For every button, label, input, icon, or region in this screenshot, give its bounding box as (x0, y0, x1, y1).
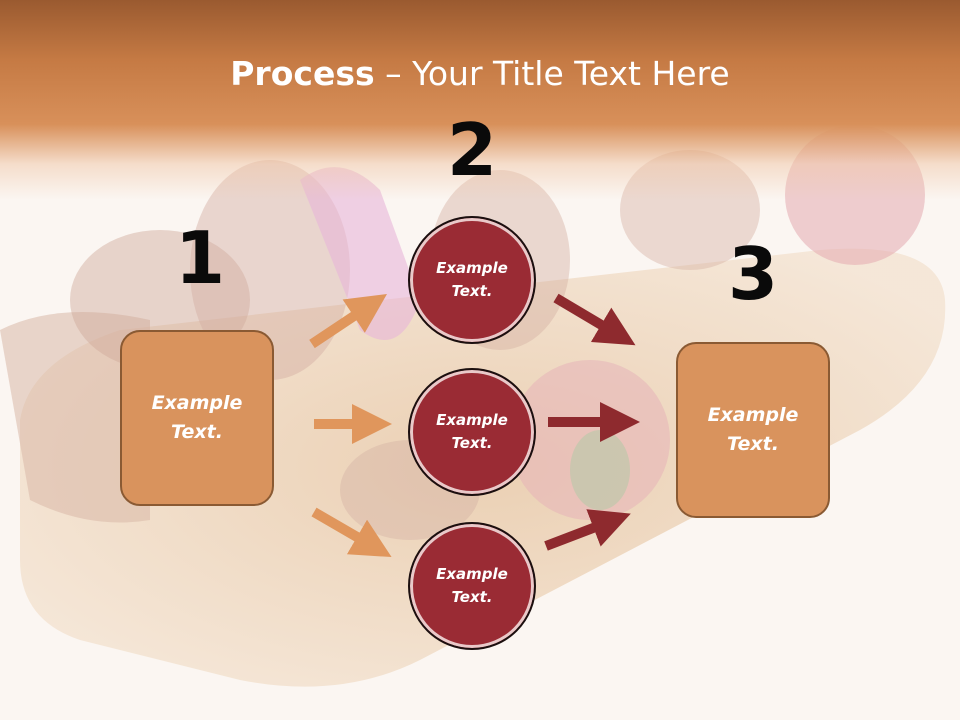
title-rest-part: – Your Title Text Here (374, 54, 730, 93)
title-bold-part: Process (230, 54, 375, 93)
circle-top-text: Example Text. (436, 259, 508, 300)
step-number-2: 2 (446, 108, 498, 192)
step-2-circle-bottom: Example Text. (408, 522, 536, 650)
step-2-circle-top: Example Text. (408, 216, 536, 344)
step-number-3: 3 (727, 232, 779, 316)
step-1-box: Example Text. (120, 330, 274, 506)
page-title: Process – Your Title Text Here (0, 52, 960, 96)
step-3-box-text: Example Text. (707, 404, 799, 455)
step-3-box: Example Text. (676, 342, 830, 518)
title-band (0, 0, 960, 200)
step-1-box-text: Example Text. (151, 392, 243, 443)
step-number-1: 1 (174, 216, 226, 300)
step-2-circle-middle: Example Text. (408, 368, 536, 496)
circle-middle-text: Example Text. (436, 411, 508, 452)
circle-bottom-text: Example Text. (436, 565, 508, 606)
